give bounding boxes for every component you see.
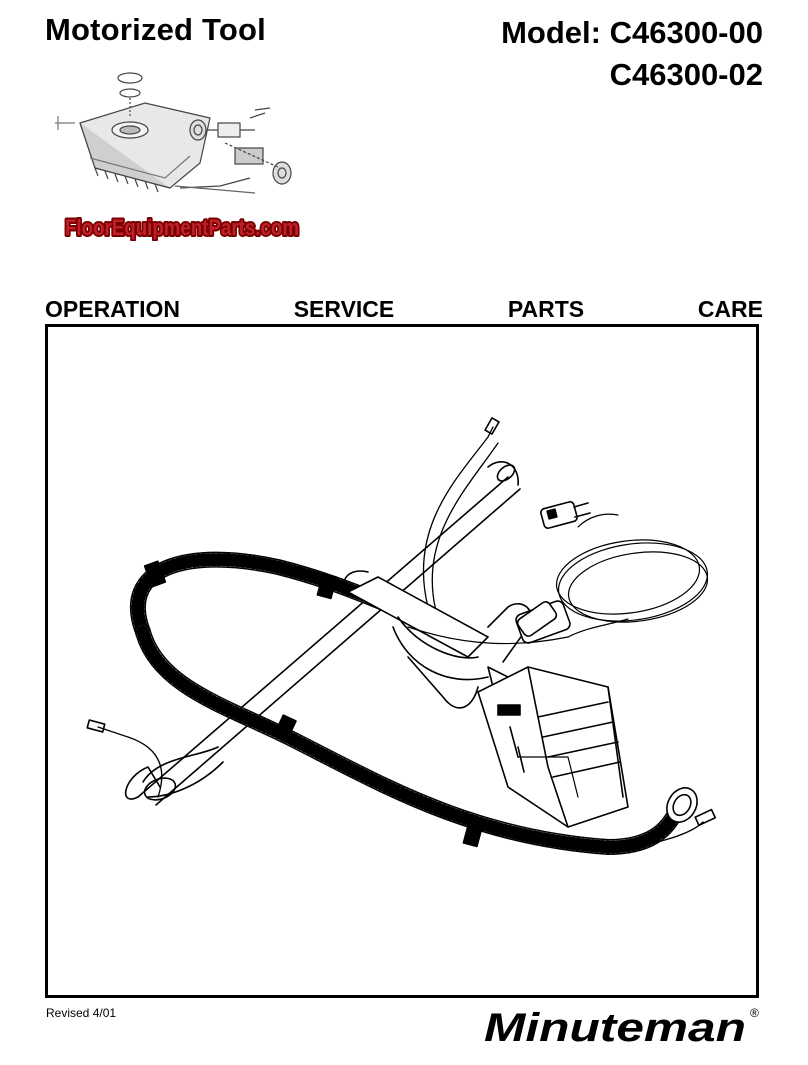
document-title: Motorized Tool — [45, 12, 266, 47]
section-service: SERVICE — [293, 296, 395, 322]
illustration-frame — [45, 324, 759, 998]
model-line-primary: Model: C46300-00 — [501, 12, 763, 54]
svg-text:FloorEquipmentParts.com: FloorEquipmentParts.com — [65, 215, 299, 240]
model-number-secondary: C46300-02 — [609, 57, 763, 92]
motorized-tool-hose-assembly-icon — [86, 417, 717, 855]
section-headings: OPERATION SERVICE PARTS CARE — [45, 296, 763, 324]
model-number-primary: C46300-00 — [609, 15, 763, 50]
section-care: CARE — [697, 296, 763, 322]
registered-mark: ® — [750, 1006, 759, 1020]
brand-name: Minuteman — [484, 1006, 746, 1049]
minuteman-logo: Minuteman ® — [484, 1006, 759, 1049]
model-block: Model: C46300-00 C46300-02 — [501, 12, 763, 96]
revision-note: Revised 4/01 — [46, 1006, 117, 1020]
watermark-text: FloorEquipmentParts.com — [65, 215, 299, 240]
watermark-logo: FloorEquipmentParts.com FloorEquipmentPa… — [63, 213, 301, 241]
exploded-parts-diagram-icon — [55, 72, 292, 194]
section-parts: PARTS — [507, 296, 585, 322]
section-operation: OPERATION — [45, 296, 181, 322]
model-label: Model: — [501, 15, 601, 50]
